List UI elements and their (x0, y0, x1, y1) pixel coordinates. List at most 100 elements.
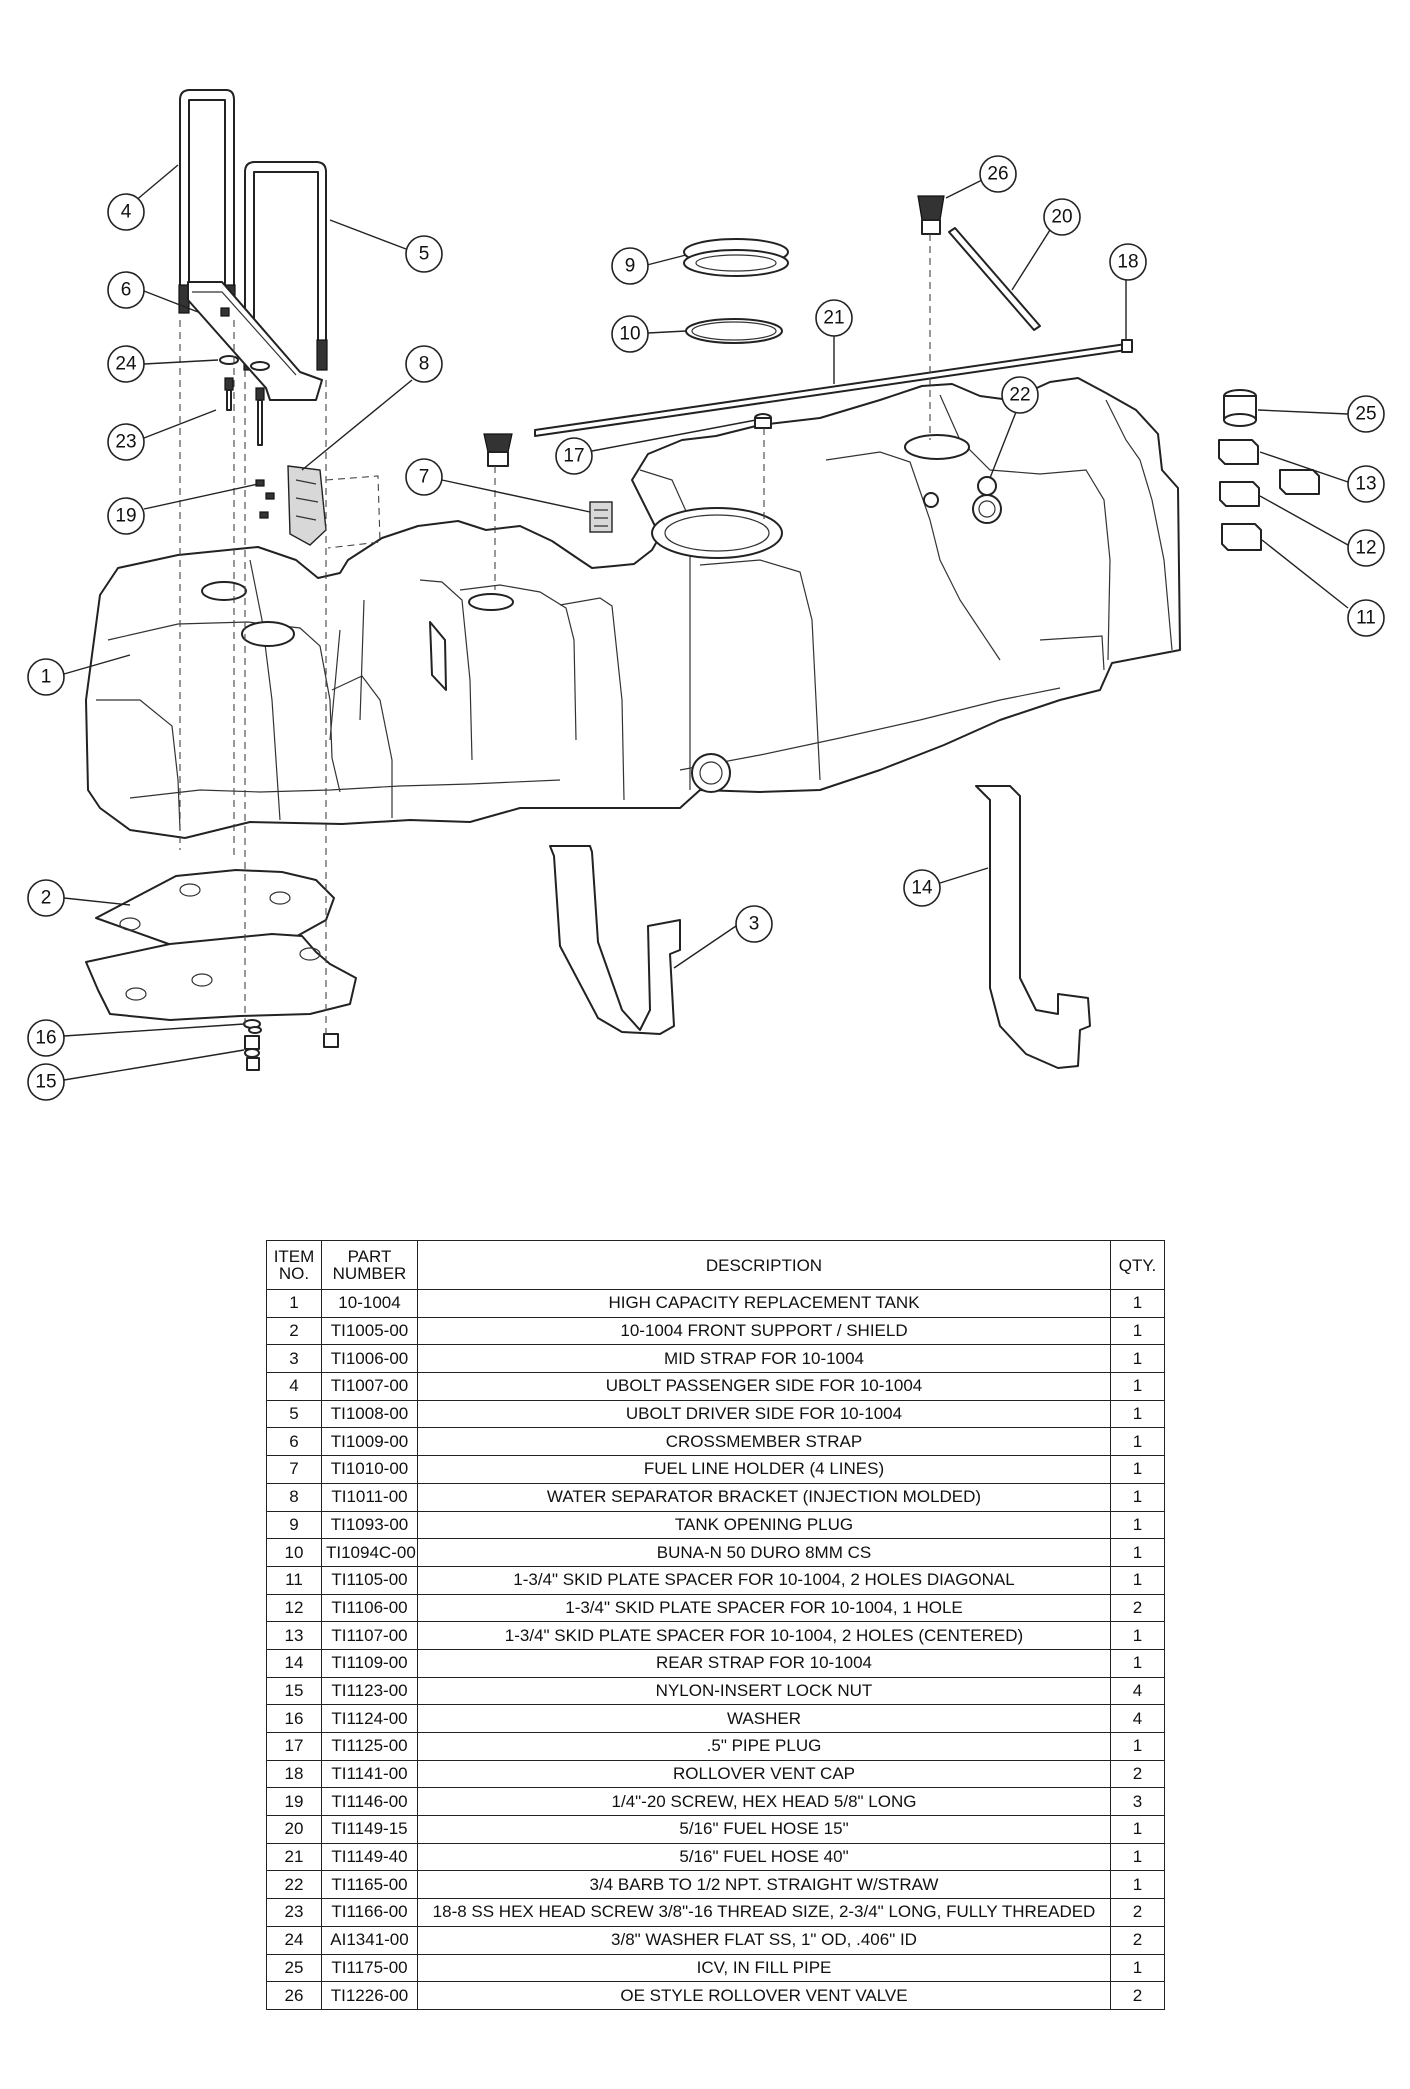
callout-2: 2 (27, 879, 131, 917)
cell-item-no: 18 (266, 1759, 322, 1789)
callout-label: 18 (1117, 252, 1138, 273)
cell-qty: 1 (1110, 1372, 1165, 1401)
callout-17: 17 (555, 419, 757, 475)
callout-label: 20 (1051, 207, 1072, 228)
callout-3: 3 (673, 905, 773, 969)
fuel-tank-drawing (85, 377, 1181, 839)
cell-description: 3/8" WASHER FLAT SS, 1" OD, .406" ID (417, 1925, 1111, 1955)
cell-qty: 1 (1110, 1427, 1165, 1457)
cell-qty: 1 (1110, 1482, 1165, 1512)
cell-qty: 1 (1110, 1455, 1165, 1484)
callout-7: 7 (405, 458, 591, 513)
cell-item-no: 12 (266, 1593, 322, 1623)
cell-part-number: TI1009-00 (321, 1427, 418, 1457)
cell-item-no: 2 (266, 1316, 322, 1346)
callout-19: 19 (107, 483, 259, 535)
cell-description: HIGH CAPACITY REPLACEMENT TANK (417, 1289, 1111, 1318)
cell-part-number: TI1008-00 (321, 1399, 418, 1429)
cell-description: 1/4"-20 SCREW, HEX HEAD 5/8" LONG (417, 1787, 1111, 1817)
cell-part-number: TI1149-15 (321, 1815, 418, 1844)
cell-qty: 1 (1110, 1648, 1165, 1678)
cell-description: BUNA-N 50 DURO 8MM CS (417, 1538, 1111, 1567)
cell-item-no: 17 (266, 1732, 322, 1761)
cell-part-number: AI1341-00 (321, 1925, 418, 1955)
callout-label: 11 (1356, 608, 1376, 629)
cell-item-no: 22 (266, 1870, 322, 1900)
cell-description: 10-1004 FRONT SUPPORT / SHIELD (417, 1316, 1111, 1346)
cell-part-number: TI1141-00 (321, 1759, 418, 1789)
hoses-and-fittings-drawing (483, 195, 1257, 496)
callout-label: 1 (41, 667, 52, 688)
callout-label: 9 (625, 256, 636, 277)
cell-description: 5/16" FUEL HOSE 15" (417, 1815, 1111, 1844)
callout-label: 3 (749, 914, 760, 935)
callout-label: 2 (41, 888, 52, 909)
callout-label: 7 (419, 467, 430, 488)
cell-part-number: TI1105-00 (321, 1565, 418, 1595)
cell-part-number: TI1011-00 (321, 1482, 418, 1512)
cell-description: .5" PIPE PLUG (417, 1732, 1111, 1761)
cell-description: ROLLOVER VENT CAP (417, 1759, 1111, 1789)
cell-description: WASHER (417, 1704, 1111, 1733)
callout-14: 14 (903, 867, 989, 907)
cell-qty: 1 (1110, 1732, 1165, 1761)
callout-20: 20 (1011, 198, 1081, 291)
cell-item-no: 8 (266, 1482, 322, 1512)
exploded-parts-diagram: 1 2 3 4 5 6 7 8 9 10 11 12 13 14 15 16 1… (27, 89, 1385, 1101)
cell-part-number: TI1006-00 (321, 1344, 418, 1374)
callout-label: 22 (1009, 385, 1030, 406)
cell-description: REAR STRAP FOR 10-1004 (417, 1648, 1111, 1678)
cell-item-no: 7 (266, 1455, 322, 1484)
cell-description: MID STRAP FOR 10-1004 (417, 1344, 1111, 1374)
cell-qty: 1 (1110, 1538, 1165, 1567)
cell-part-number: TI1125-00 (321, 1732, 418, 1761)
cell-description: NYLON-INSERT LOCK NUT (417, 1676, 1111, 1706)
cell-qty: 2 (1110, 1759, 1165, 1789)
callout-label: 19 (115, 506, 136, 527)
callout-13: 13 (1259, 451, 1385, 503)
cell-item-no: 3 (266, 1344, 322, 1374)
cell-item-no: 21 (266, 1842, 322, 1872)
cell-part-number: TI1226-00 (321, 1981, 418, 2010)
cell-item-no: 4 (266, 1372, 322, 1401)
cell-item-no: 16 (266, 1704, 322, 1733)
cell-part-number: TI1010-00 (321, 1455, 418, 1484)
cell-part-number: TI1165-00 (321, 1870, 418, 1900)
header-qty: QTY. (1110, 1240, 1165, 1290)
cell-item-no: 11 (266, 1565, 322, 1595)
callout-11: 11 (1261, 539, 1385, 637)
cell-part-number: TI1005-00 (321, 1316, 418, 1346)
cell-part-number: TI1166-00 (321, 1898, 418, 1927)
callout-label: 23 (115, 432, 136, 453)
cell-qty: 1 (1110, 1510, 1165, 1540)
callout-label: 25 (1355, 404, 1376, 425)
skid-plate-spacers-drawing (1218, 439, 1320, 551)
cell-part-number: TI1146-00 (321, 1787, 418, 1817)
cell-part-number: TI1123-00 (321, 1676, 418, 1706)
cell-description: FUEL LINE HOLDER (4 LINES) (417, 1455, 1111, 1484)
cell-qty: 1 (1110, 1399, 1165, 1429)
callout-label: 17 (563, 446, 584, 467)
callout-label: 13 (1355, 474, 1376, 495)
cell-qty: 1 (1110, 1953, 1165, 1983)
